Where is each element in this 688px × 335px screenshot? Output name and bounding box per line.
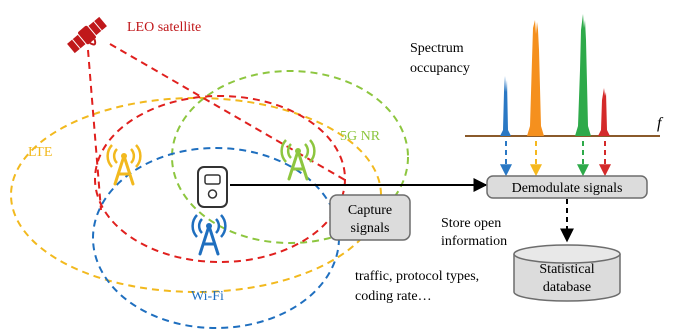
capture-signals-line2: signals xyxy=(351,221,390,236)
database-label-line1: Statistical xyxy=(539,262,594,277)
demodulate-signals-label: Demodulate signals xyxy=(512,181,623,196)
nr-coverage-ellipse xyxy=(171,70,409,244)
spectrum-peak-red xyxy=(598,88,610,136)
demodulate-signals-box xyxy=(486,175,648,199)
cell-tower-icon-wifi xyxy=(191,214,227,256)
nr-label: 5G NR xyxy=(340,129,381,144)
info-text-line1: traffic, protocol types, xyxy=(355,269,479,284)
capture-device-icon xyxy=(197,166,228,208)
wifi-label: Wi-Fi xyxy=(191,289,224,304)
spectrum-peak-blue xyxy=(500,76,511,136)
satellite-label: LEO satellite xyxy=(127,20,201,35)
spectrum-label-line2: occupancy xyxy=(410,61,470,76)
cell-tower-icon-lte xyxy=(106,144,142,186)
capture-signals-line1: Capture xyxy=(348,203,392,218)
statistical-database-icon xyxy=(513,244,621,302)
satellite-coverage-ellipse xyxy=(94,95,346,263)
lte-label: LTE xyxy=(28,145,52,160)
database-label-line2: database xyxy=(543,280,591,295)
store-info-line1: Store open xyxy=(441,216,501,231)
spectrum-peak-green xyxy=(575,14,591,136)
cell-tower-icon-nr xyxy=(280,139,316,181)
spectrum-peak-orange xyxy=(527,20,544,136)
satellite-icon xyxy=(67,16,107,54)
spectrum-label-line1: Spectrum xyxy=(410,41,464,56)
frequency-axis-label: f xyxy=(657,115,664,132)
info-text-line2: coding rate… xyxy=(355,289,432,304)
spectrum-plot xyxy=(465,14,660,137)
satellite-beam-left xyxy=(87,49,102,211)
capture-signals-box xyxy=(329,194,411,241)
store-info-line2: information xyxy=(441,234,507,249)
satellite-beam-right xyxy=(109,43,346,181)
lte-coverage-ellipse xyxy=(10,97,382,293)
